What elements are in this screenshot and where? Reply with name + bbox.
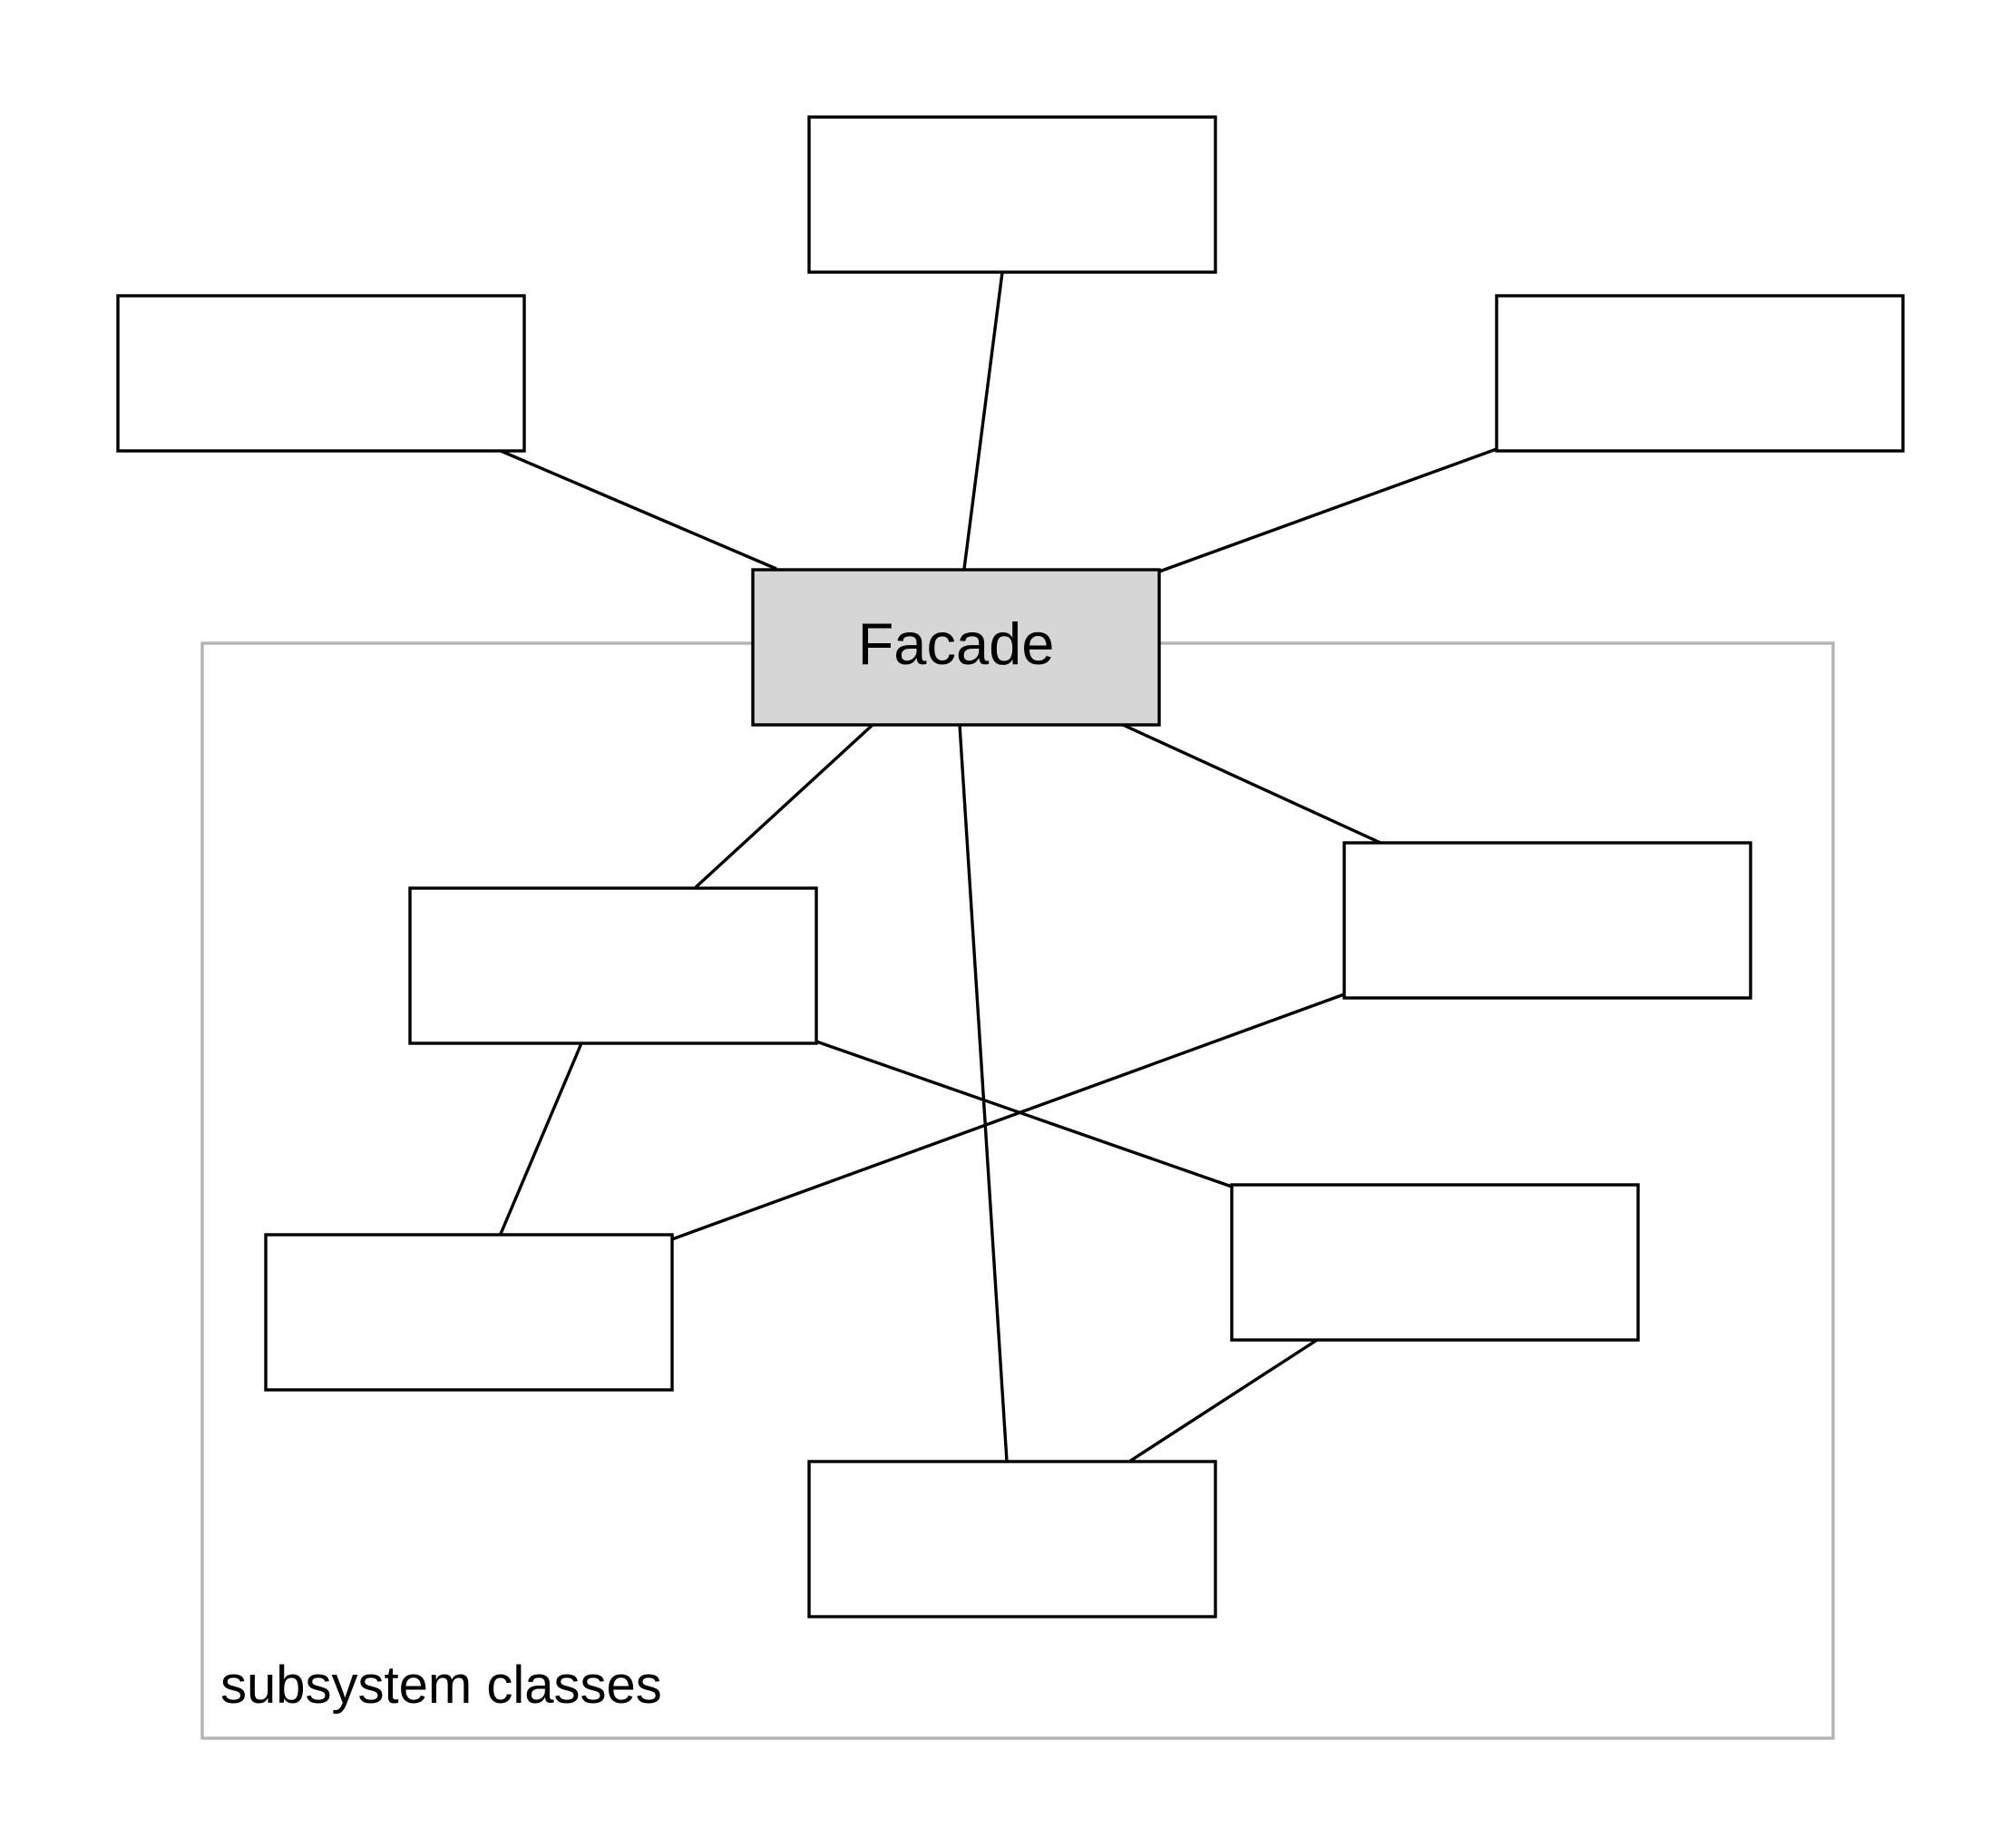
class-box-client-top xyxy=(807,115,1217,274)
associations xyxy=(499,271,1498,1463)
class-box-sub-lower-left xyxy=(264,1233,674,1392)
association-sub-upper-right-sub-lower-left xyxy=(671,992,1345,1241)
facade-box xyxy=(751,568,1161,727)
facade-class: Facade xyxy=(751,568,1161,727)
class-box-client-left xyxy=(116,294,526,453)
subsystem-classes xyxy=(264,841,1752,1618)
association-client-right-facade xyxy=(1158,447,1498,573)
class-box-sub-bottom xyxy=(807,1460,1217,1618)
association-sub-upper-left-sub-lower-left xyxy=(499,1042,583,1235)
association-client-left-facade xyxy=(500,449,777,571)
class-box-sub-upper-left xyxy=(408,886,818,1045)
facade-label: Facade xyxy=(858,611,1055,677)
association-facade-sub-upper-right xyxy=(1122,723,1381,845)
client-classes xyxy=(116,115,1905,453)
association-client-top-facade xyxy=(962,271,1004,570)
class-box-sub-lower-right xyxy=(1230,1183,1640,1342)
subsystem-boundary-label: subsystem classes xyxy=(220,1656,662,1715)
association-sub-lower-right-sub-bottom xyxy=(1128,1338,1318,1463)
association-facade-sub-bottom xyxy=(958,724,1009,1462)
association-facade-sub-upper-left xyxy=(694,723,874,889)
association-sub-upper-left-sub-lower-right xyxy=(815,1040,1233,1188)
class-box-sub-upper-right xyxy=(1342,841,1752,1000)
class-box-client-right xyxy=(1495,294,1905,453)
